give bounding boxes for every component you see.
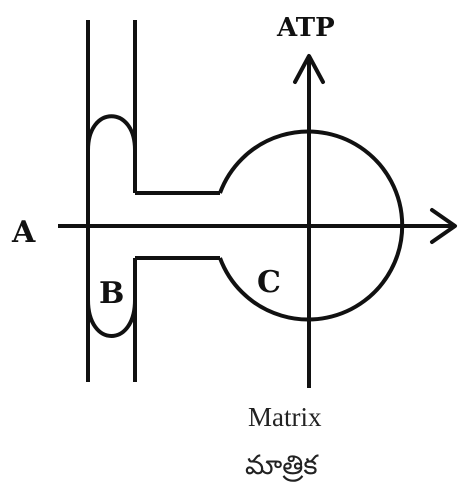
label-matrix-telugu: మాత్రిక <box>245 450 319 482</box>
label-matrix: Matrix <box>248 402 322 432</box>
membrane-lower-bump <box>86 299 137 338</box>
horizontal-arrow-head <box>430 208 457 244</box>
label-b: B <box>99 276 124 311</box>
vertical-arrow-head <box>293 54 325 84</box>
label-c: C <box>257 265 281 300</box>
membrane-upper-bump <box>86 114 137 151</box>
label-atp: ATP <box>276 13 335 43</box>
label-a: A <box>11 215 36 250</box>
